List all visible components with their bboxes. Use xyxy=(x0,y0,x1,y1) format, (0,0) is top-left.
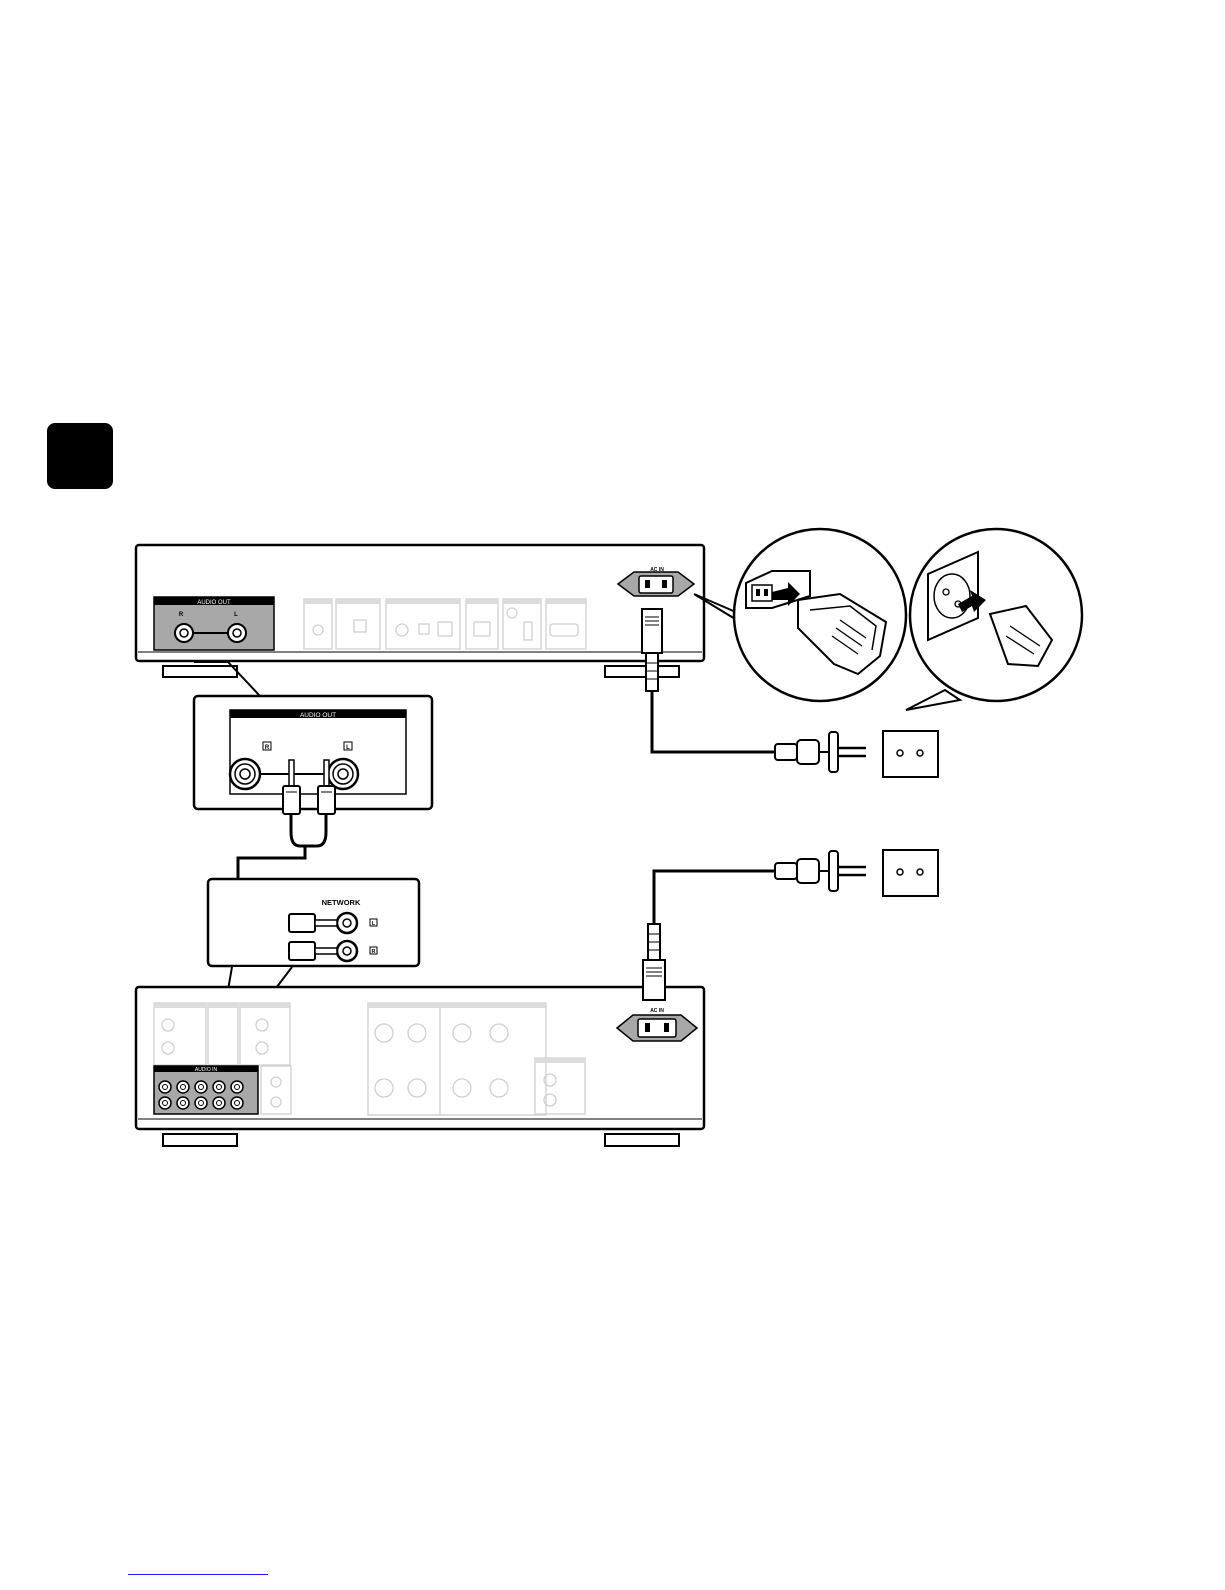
player-wall-plug xyxy=(775,732,866,772)
player-audio-out-label: AUDIO OUT xyxy=(197,600,231,606)
footer-link-underline[interactable] xyxy=(128,1574,268,1575)
amp-audio-in-panel: AUDIO IN xyxy=(154,1066,258,1114)
amp-foot-right xyxy=(605,1134,679,1146)
player-power-cord xyxy=(652,691,780,752)
amp-power-plug xyxy=(643,924,665,1000)
player-wall-outlet xyxy=(883,731,938,777)
zoom-input-label: NETWORK xyxy=(322,898,361,907)
amp-wall-outlet xyxy=(883,850,938,896)
player-ac-in-label: AC IN xyxy=(650,567,664,573)
player-foot-left xyxy=(163,666,237,677)
amp-power-cord xyxy=(654,871,780,924)
amp-audio-in-label: AUDIO IN xyxy=(195,1067,218,1073)
inlet-connection-zoom xyxy=(694,529,906,701)
player-rca-jack-right xyxy=(175,624,193,642)
amp-wall-plug xyxy=(775,851,866,891)
zoom-channel-left: L xyxy=(346,745,350,751)
player-foot-right xyxy=(605,666,679,677)
zoom-input-jack-left xyxy=(337,913,357,933)
amp-ac-in-label: AC IN xyxy=(650,1008,664,1014)
zoom-audio-out-label: AUDIO OUT xyxy=(300,712,336,719)
zoom-input-channel-right: R xyxy=(372,949,376,955)
player-channel-right: R xyxy=(179,612,184,618)
audio-out-zoom: AUDIO OUT R L xyxy=(194,662,432,809)
outlet-connection-zoom xyxy=(906,529,1082,710)
player-channel-left: L xyxy=(234,612,238,618)
player-audio-out-panel: AUDIO OUT R L xyxy=(154,597,274,650)
amp-foot-left xyxy=(163,1134,237,1146)
zoom-channel-right: R xyxy=(265,745,270,751)
zoom-input-jack-right xyxy=(337,941,357,961)
player-power-plug xyxy=(642,609,662,691)
network-player-unit: AUDIO OUT R L xyxy=(136,545,704,691)
player-rca-jack-left xyxy=(228,624,246,642)
section-tab-marker xyxy=(47,423,113,489)
